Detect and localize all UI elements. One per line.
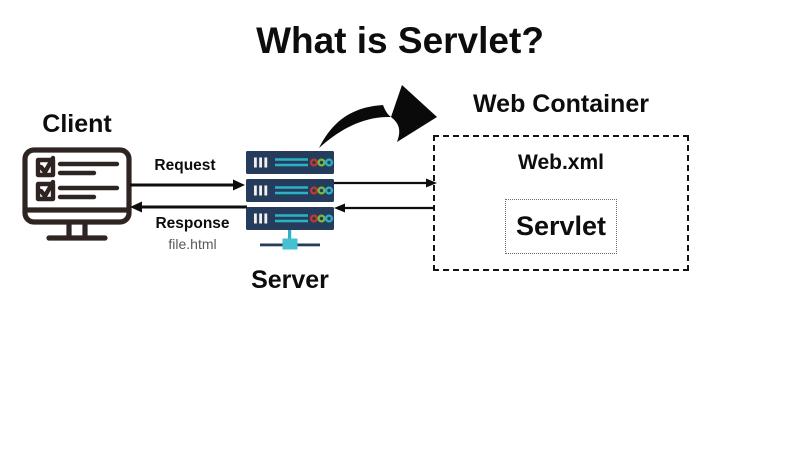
- page-title: What is Servlet?: [256, 20, 544, 61]
- servlet-box: Servlet: [505, 199, 617, 254]
- servlet-label: Servlet: [515, 211, 607, 241]
- curved-arrow-icon: [319, 85, 437, 148]
- response-file-label: file.html: [168, 236, 217, 252]
- response-label: Response: [155, 215, 230, 232]
- web-container-label: Web Container: [473, 90, 649, 118]
- container-to-server-arrow-icon: [334, 203, 435, 213]
- response-arrow-icon: [130, 201, 247, 213]
- server-stack-icon: [246, 149, 334, 250]
- web-container-box: Web.xml Servlet: [433, 135, 689, 271]
- client-monitor-icon: [22, 147, 132, 241]
- server-to-container-arrow-icon: [334, 178, 437, 188]
- server-label: Server: [251, 266, 329, 294]
- client-label: Client: [42, 110, 112, 138]
- web-xml-label: Web.xml: [518, 151, 604, 174]
- request-arrow-icon: [130, 179, 245, 191]
- request-label: Request: [154, 157, 216, 174]
